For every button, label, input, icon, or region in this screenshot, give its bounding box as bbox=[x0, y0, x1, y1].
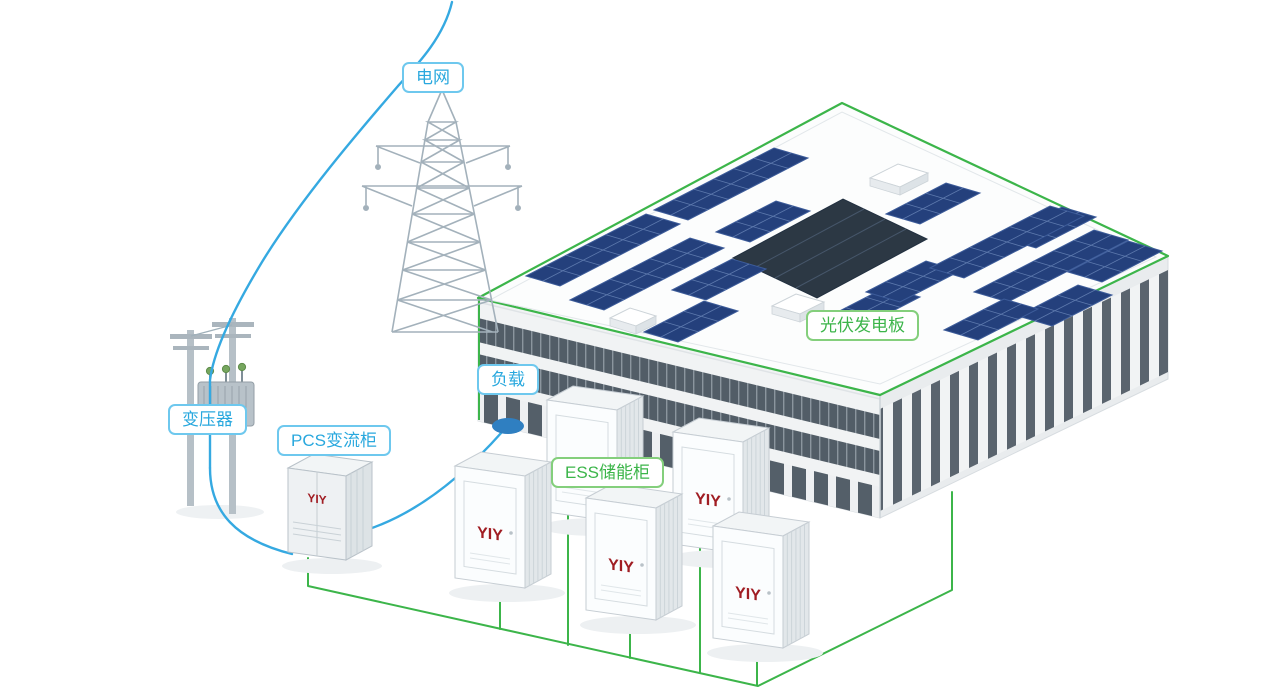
label-load: 负载 bbox=[477, 364, 539, 395]
label-pv: 光伏发电板 bbox=[806, 310, 919, 341]
ess-cabinet-3 bbox=[448, 451, 566, 603]
right-facade-strips bbox=[880, 270, 1168, 511]
transmission-tower bbox=[361, 72, 523, 333]
label-grid: 电网 bbox=[402, 62, 464, 93]
label-pcs: PCS变流柜 bbox=[277, 425, 391, 456]
window-band-1 bbox=[478, 318, 880, 439]
label-transformer: 变压器 bbox=[168, 404, 247, 435]
load-connection-point bbox=[492, 418, 524, 434]
green-main-loop bbox=[307, 491, 953, 687]
ess-cabinet-5 bbox=[706, 511, 824, 663]
pcs-cabinet: YIY bbox=[282, 453, 382, 574]
pcs-to-load-line bbox=[350, 430, 504, 536]
transformer-to-pcs-line bbox=[208, 466, 294, 556]
courtyard-skylight bbox=[731, 198, 929, 299]
grid-blue-lines bbox=[208, 0, 504, 556]
grid-power-line bbox=[208, 0, 454, 470]
ess-cabinet-4 bbox=[579, 483, 697, 635]
window-band-2 bbox=[478, 354, 880, 475]
yiy-logo: YIY bbox=[307, 491, 326, 508]
label-ess: ESS储能柜 bbox=[551, 457, 665, 488]
